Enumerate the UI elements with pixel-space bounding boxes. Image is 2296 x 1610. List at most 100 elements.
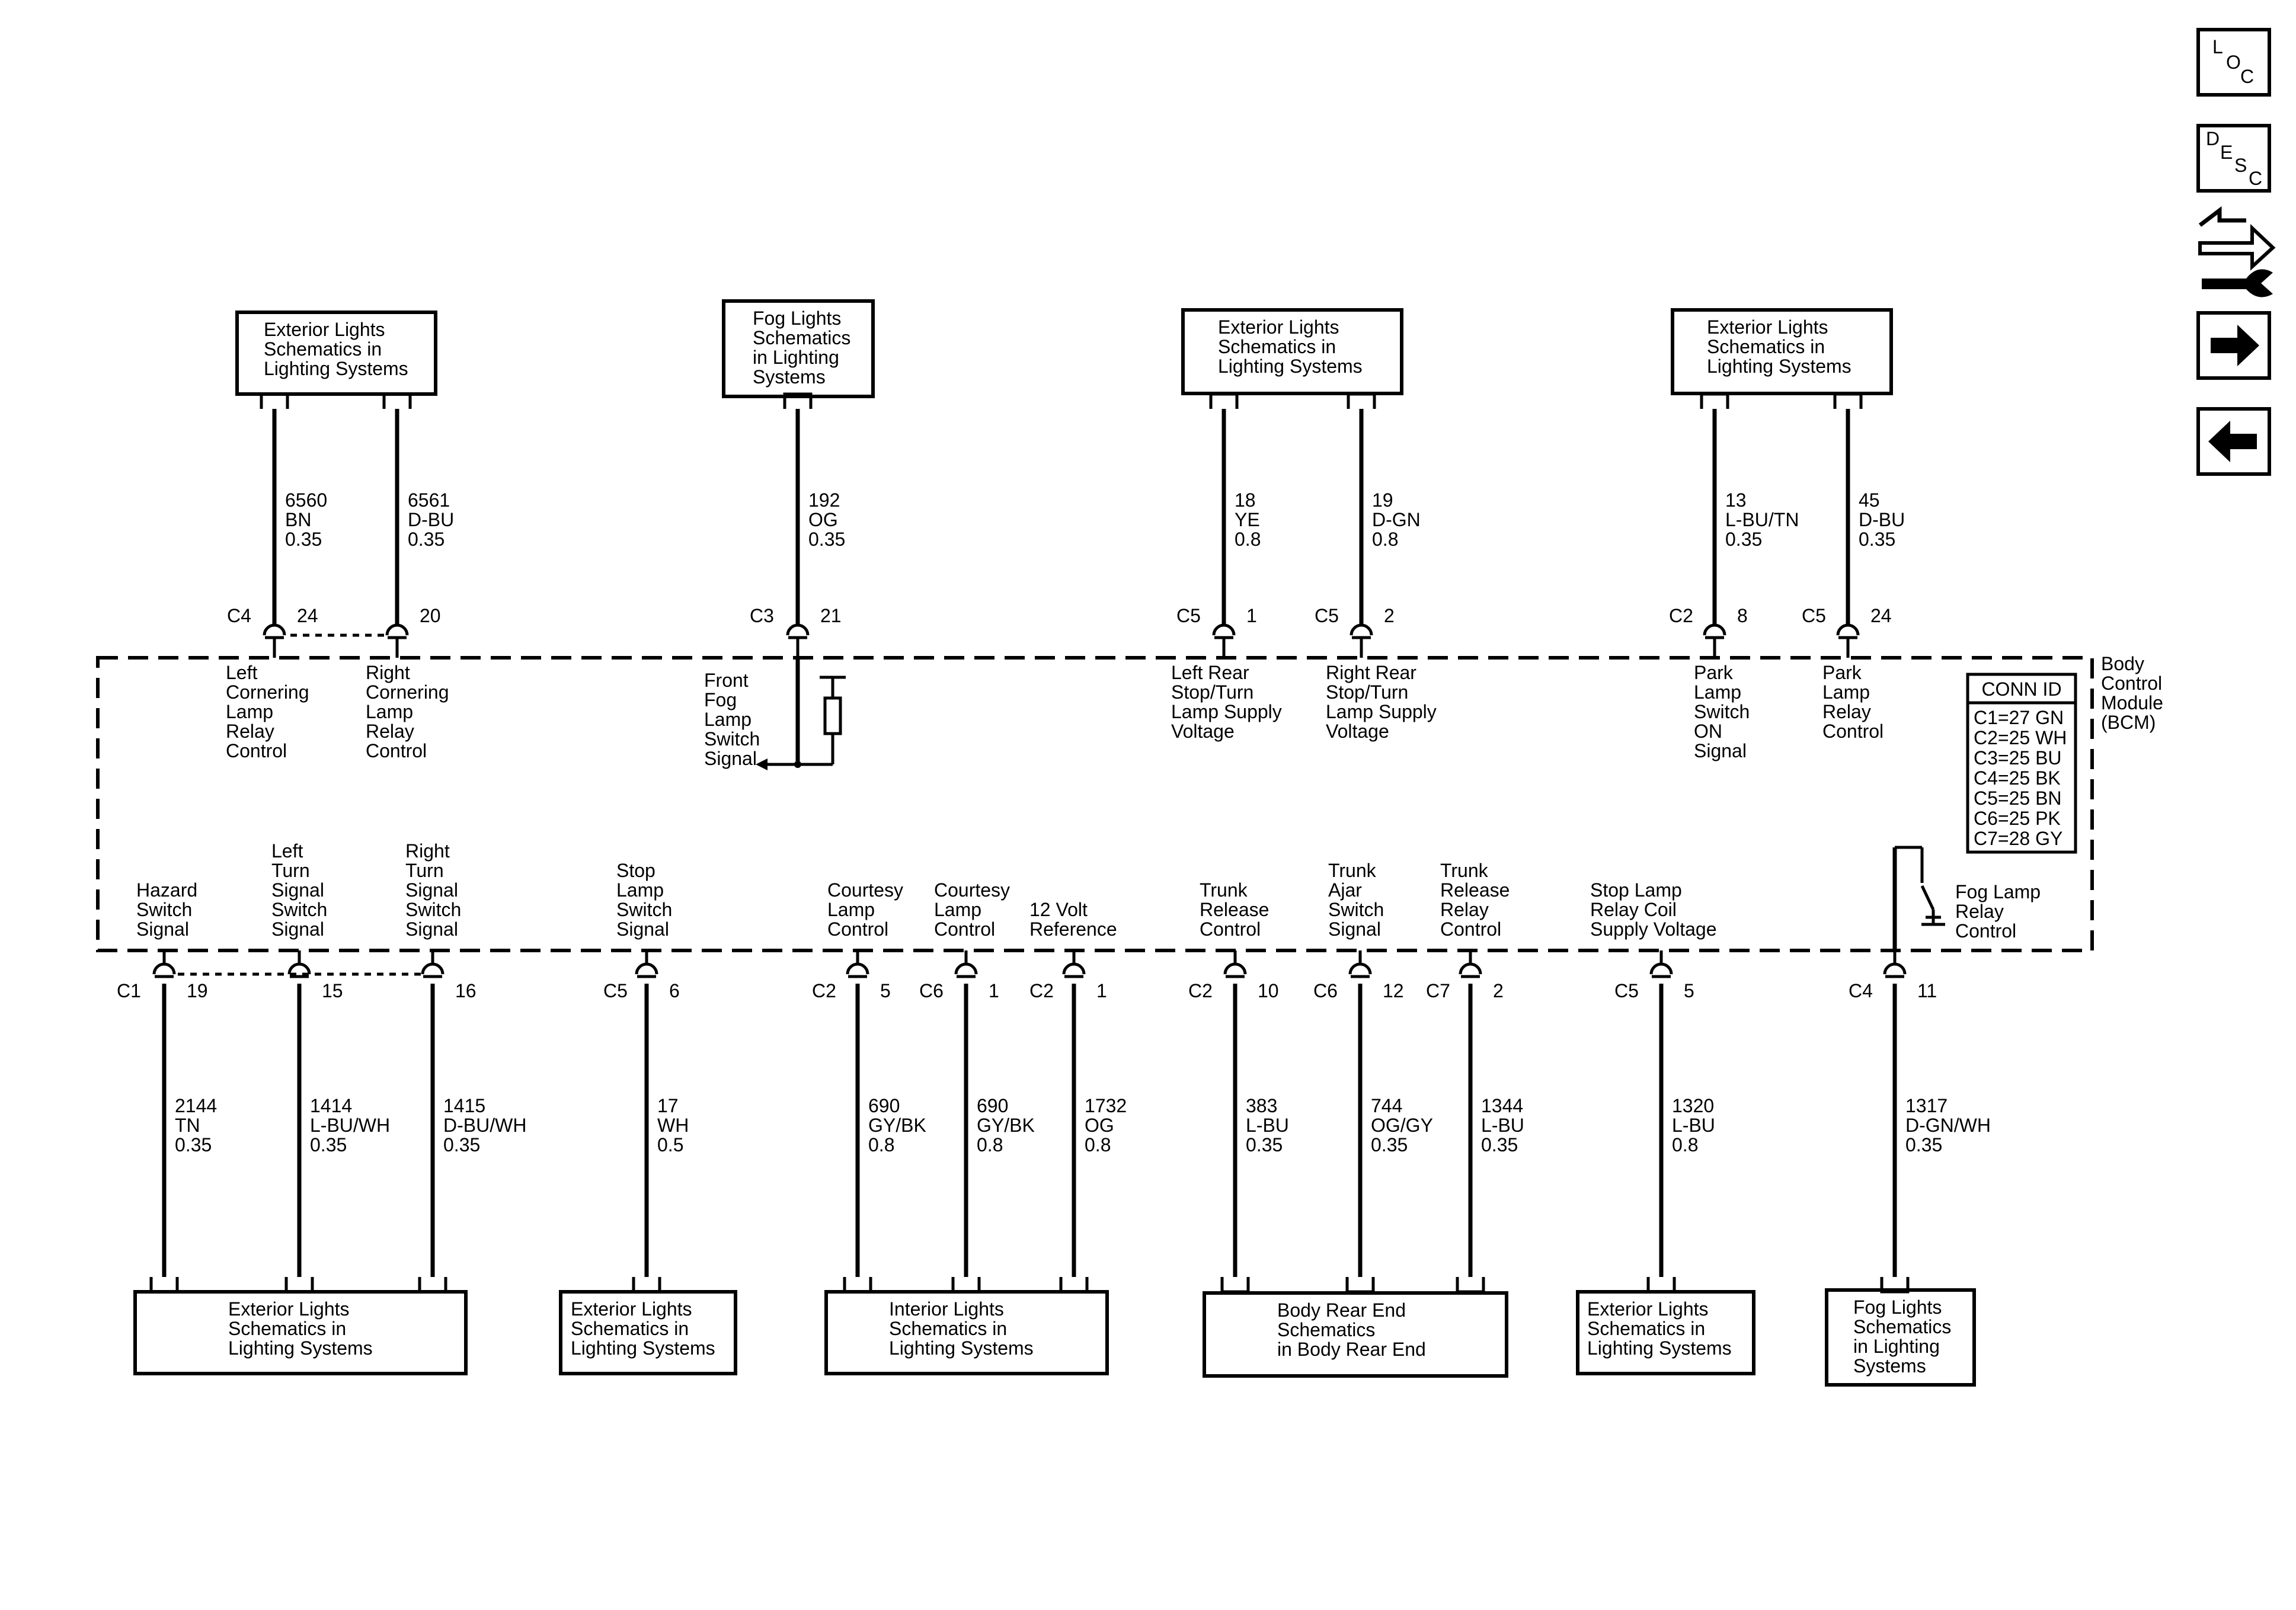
top-box-1-line: in Lighting: [753, 347, 839, 368]
pin-label-line: Control: [1955, 920, 2016, 942]
wire-color: OG: [1085, 1115, 1114, 1136]
pin-label-line: Stop/Turn: [1171, 681, 1253, 703]
wire-gauge: 0.8: [868, 1134, 894, 1156]
bottom-fork-11: [1880, 1277, 1910, 1294]
pin-label-line: Left: [226, 662, 257, 683]
pin-label-line: Ajar: [1328, 879, 1362, 901]
pin-label-line: Park: [1822, 662, 1862, 683]
module-name-line: Body: [2101, 653, 2144, 674]
connector-id: C5: [1315, 605, 1339, 626]
bottom-box-0-frame: [133, 1290, 468, 1375]
pin-label-line: Switch: [1328, 899, 1384, 920]
wire-gauge: 0.35: [808, 529, 845, 550]
pin-label-line: Signal: [405, 918, 458, 940]
wrench-arrows-icon[interactable]: [2198, 206, 2276, 297]
pin-label-line: Signal: [136, 918, 189, 940]
pin-label-line: Relay Coil: [1590, 899, 1677, 920]
circuit-number: 1732: [1085, 1095, 1127, 1116]
connector-id: C2: [812, 980, 836, 1001]
bottom-fork-2: [418, 1277, 447, 1294]
bottom-fork-9: [1456, 1277, 1485, 1294]
pin-label-line: Courtesy: [827, 879, 903, 901]
pin-number: 11: [1917, 980, 1937, 1001]
wrench-arrow-left: [2198, 206, 2246, 227]
pin-label-line: Fog Lamp: [1955, 881, 2041, 902]
top-fork-6: [1833, 392, 1863, 409]
pin-label-line: Lamp Supply: [1326, 701, 1437, 722]
connector-id: C7: [1426, 980, 1450, 1001]
circuit-number: 1415: [443, 1095, 485, 1116]
circuit-number: 1414: [310, 1095, 352, 1116]
arrow-right-icon[interactable]: [2196, 311, 2271, 380]
bottom-fork-3: [632, 1277, 661, 1294]
conn-table-row: C4=25 BK: [1974, 767, 2061, 789]
top-fork-5: [1700, 392, 1729, 409]
top-terminal-1: [385, 623, 409, 636]
top-terminal-6: [1836, 623, 1860, 636]
wire-color: YE: [1235, 509, 1260, 530]
bottom-box-3-line: Schematics: [1277, 1319, 1375, 1340]
wire-gauge: 0.35: [1246, 1134, 1283, 1156]
bottom-box-2-line: Lighting Systems: [889, 1337, 1034, 1359]
pin-label-line: Turn: [271, 860, 310, 881]
pin-label-line: Release: [1440, 879, 1510, 901]
circuit-number: 45: [1859, 489, 1880, 511]
bottom-terminal-3: [635, 962, 658, 975]
top-box-3-frame: [1671, 308, 1893, 395]
pin-label-line: Relay: [1955, 901, 2004, 922]
arrow-left-icon[interactable]: [2196, 407, 2271, 476]
pin-label-line: Control: [1200, 918, 1261, 940]
pin-label-line: Trunk: [1200, 879, 1248, 901]
wire-gauge: 0.8: [1672, 1134, 1698, 1156]
connector-id: C5: [1614, 980, 1639, 1001]
top-box-2-frame: [1181, 308, 1403, 395]
wire-gauge: 0.35: [1859, 529, 1895, 550]
pin-number: 1: [1096, 980, 1107, 1001]
connector-id: C6: [1313, 980, 1338, 1001]
loc-icon[interactable]: LOC: [2196, 28, 2271, 97]
bottom-terminal-11: [1883, 962, 1907, 975]
wrench-shape: [2202, 269, 2273, 297]
circuit-number: 1317: [1905, 1095, 1948, 1116]
circuit-number: 192: [808, 489, 840, 511]
pin-label-line: Control: [226, 740, 287, 761]
wire-color: GY/BK: [977, 1115, 1035, 1136]
bottom-terminal-4: [846, 962, 869, 975]
circuit-number: 1320: [1672, 1095, 1714, 1116]
wire-gauge: 0.8: [1372, 529, 1398, 550]
pin-number: 16: [455, 980, 477, 1001]
top-box-1-line: Fog Lights: [753, 308, 841, 329]
circuit-number: 1344: [1481, 1095, 1523, 1116]
conn-table-frame: [1966, 673, 2077, 854]
switch-icon: [1920, 885, 1935, 911]
pin-label-line: Control: [827, 918, 888, 940]
wire-gauge: 0.35: [175, 1134, 212, 1156]
pin-label-line: Signal: [1328, 918, 1381, 940]
pin-label-line: Lamp: [1822, 681, 1870, 703]
conn-table-row: C7=28 GY: [1974, 828, 2062, 849]
connector-id: C4: [227, 605, 251, 626]
pin-label-line: Hazard: [136, 879, 197, 901]
top-fork-4: [1347, 392, 1376, 409]
module-name-line: Module: [2101, 692, 2163, 713]
wire-gauge: 0.8: [977, 1134, 1003, 1156]
pin-label-line: Supply Voltage: [1590, 918, 1717, 940]
pin-label-line: Switch: [136, 899, 192, 920]
circuit-number: 17: [657, 1095, 679, 1116]
